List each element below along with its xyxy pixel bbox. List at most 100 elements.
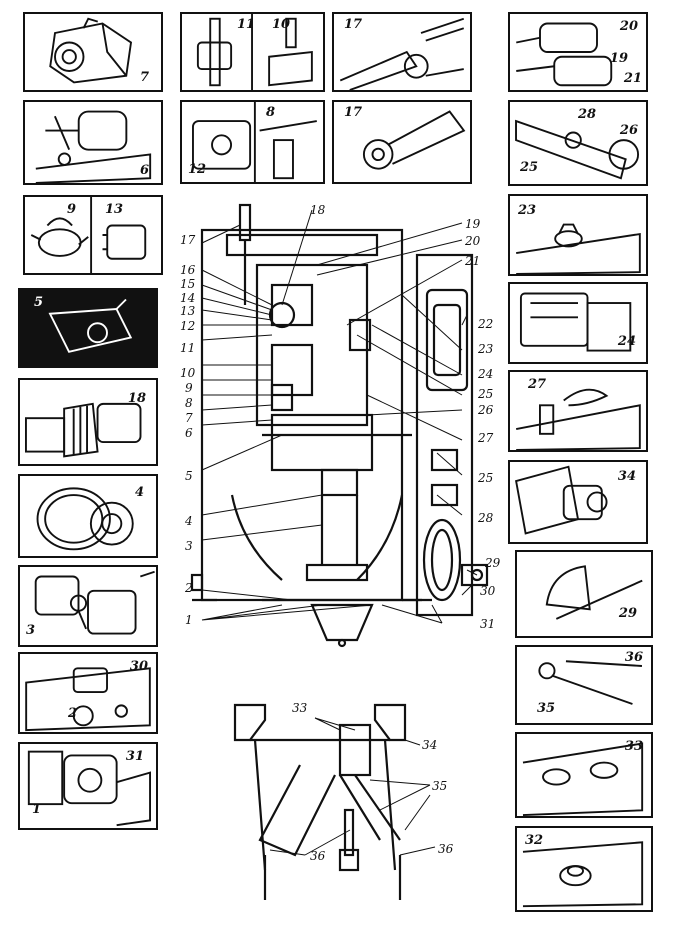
callout-14: 14 <box>180 291 196 305</box>
cap-drawing <box>516 223 641 274</box>
lock-drawing <box>196 14 313 90</box>
coupling-drawing <box>25 402 142 458</box>
block-drawing <box>519 292 632 352</box>
bracket-drawing <box>48 298 133 353</box>
callout-23: 23 <box>478 342 494 356</box>
cover-plate-drawing <box>25 667 151 732</box>
panel-parts-30-2: 30 2 <box>18 652 158 734</box>
housing-drawing <box>27 750 151 827</box>
casting-drawing <box>522 742 644 816</box>
panel-part-18: 18 <box>18 378 158 466</box>
linkage-drawing <box>515 119 640 180</box>
panel-parts-36-35: 36 35 <box>515 645 653 725</box>
callout-25: 25 <box>478 387 494 401</box>
callout-3: 3 <box>185 539 193 553</box>
panel-part-3: 3 <box>18 565 158 647</box>
panel-label: 7 <box>139 70 149 85</box>
distributor-drawing <box>516 22 613 87</box>
mount-drawing <box>192 102 317 182</box>
callout-24: 24 <box>478 367 494 381</box>
callout-27: 27 <box>478 431 494 445</box>
panel-label: 36 <box>624 650 643 665</box>
panel-label: 21 <box>623 71 642 86</box>
panel-label: 29 <box>618 606 637 621</box>
panel-parts-8-12: 8 12 <box>180 100 325 184</box>
callout-11: 11 <box>180 341 196 355</box>
gearbox-drawing <box>49 17 133 84</box>
panel-label: 10 <box>272 17 291 32</box>
callout-10: 10 <box>180 366 196 380</box>
tie-rod-drawing <box>538 660 643 705</box>
panel-label: 24 <box>617 334 636 349</box>
callout-2: 2 <box>185 581 193 595</box>
callout-15: 15 <box>180 277 196 291</box>
main-leader-lines <box>201 209 478 624</box>
panel-parts-9-13: 9 13 <box>23 195 163 275</box>
rod-end-drawing <box>362 110 466 170</box>
callout-9: 9 <box>185 381 193 395</box>
callout-22: 22 <box>478 317 494 331</box>
callout-34: 34 <box>422 738 438 752</box>
panel-parts-20-19-21: 20 19 21 <box>508 12 648 92</box>
callout-20: 20 <box>465 234 481 248</box>
panel-part-17-upper: 17 <box>332 12 472 92</box>
panel-label: 17 <box>344 105 363 120</box>
panel-label: 26 <box>619 123 638 138</box>
callout-28: 28 <box>478 511 494 525</box>
panel-label: 30 <box>129 659 148 674</box>
hinge-drawing <box>515 465 608 535</box>
panel-label: 2 <box>68 706 78 721</box>
panel-label: 19 <box>609 51 628 66</box>
panel-label: 3 <box>26 623 36 638</box>
panel-part-33: 33 <box>515 732 653 818</box>
plug-drawing <box>522 841 644 908</box>
callout-6: 6 <box>185 426 193 440</box>
panel-label: 20 <box>619 19 638 34</box>
panel-parts-31-1: 31 1 <box>18 742 158 830</box>
callout-30: 30 <box>480 584 496 598</box>
bottom-leader-lines <box>269 717 436 856</box>
panel-label: 23 <box>518 203 537 218</box>
hitch-linkage-schematic <box>233 703 436 900</box>
callout-16: 16 <box>180 263 196 277</box>
panel-label: 5 <box>34 295 44 310</box>
panel-label: 11 <box>237 17 256 32</box>
panel-part-7: 7 <box>23 12 163 92</box>
panel-label: 4 <box>134 485 144 500</box>
panel-part-4: 4 <box>18 474 158 558</box>
callout-36: 36 <box>310 849 326 863</box>
panel-label: 27 <box>528 377 547 392</box>
pin-drawing <box>515 388 641 450</box>
panel-part-34: 34 <box>508 460 648 544</box>
panel-part-29: 29 <box>515 550 653 638</box>
pulley-cover-drawing <box>545 565 643 620</box>
panel-label: 34 <box>617 469 636 484</box>
callout-8: 8 <box>185 396 193 410</box>
panel-label: 32 <box>525 833 544 848</box>
valve-drawing <box>35 110 152 183</box>
main-tractor-schematic <box>190 203 489 648</box>
panel-label: 1 <box>32 802 42 817</box>
panel-part-32: 32 <box>515 826 653 912</box>
panel-label: 28 <box>578 107 597 122</box>
panel-parts-11-10: 11 10 <box>180 12 325 92</box>
panel-part-23: 23 <box>508 194 648 276</box>
callout-31: 31 <box>480 617 496 631</box>
callout-25: 25 <box>478 471 494 485</box>
panel-label: 8 <box>266 105 276 120</box>
callout-21: 21 <box>465 254 481 268</box>
panel-label: 17 <box>344 17 363 32</box>
callout-33: 33 <box>292 701 308 715</box>
callout-18: 18 <box>310 203 326 217</box>
panel-label: 6 <box>139 163 149 178</box>
panel-parts-28-26-25: 28 26 25 <box>508 100 648 186</box>
callout-29: 29 <box>485 556 501 570</box>
panel-part-27: 27 <box>508 370 648 452</box>
panel-label: 9 <box>67 202 77 217</box>
callout-19: 19 <box>465 217 481 231</box>
callout-1: 1 <box>185 613 193 627</box>
filter-and-switch-drawing <box>30 197 147 273</box>
panel-label: 13 <box>105 202 124 217</box>
panel-part-24: 24 <box>508 282 648 364</box>
callout-36: 36 <box>438 842 454 856</box>
